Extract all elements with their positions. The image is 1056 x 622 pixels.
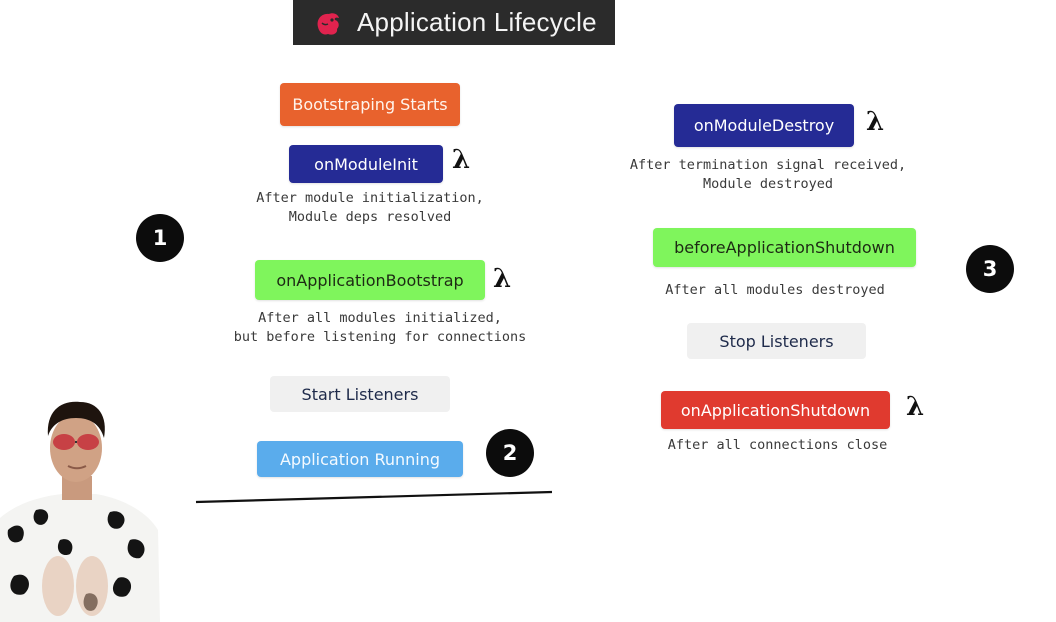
description-line: but before listening for connections xyxy=(233,329,527,345)
on-application-bootstrap-description: After all modules initialized, but befor… xyxy=(230,309,530,347)
before-application-shutdown-box: beforeApplicationShutdown xyxy=(653,228,916,267)
lambda-icon: λ xyxy=(493,264,512,294)
lambda-icon: λ xyxy=(452,145,471,175)
on-module-destroy-box: onModuleDestroy xyxy=(674,104,854,147)
on-module-destroy-description: After termination signal received, Modul… xyxy=(628,156,908,194)
presenter-video-overlay xyxy=(0,401,160,622)
description-line: Module destroyed xyxy=(702,176,834,192)
description-line: After termination signal received, xyxy=(629,157,907,173)
description-line: After all modules initialized, xyxy=(258,310,502,326)
description-line: After module initialization, xyxy=(256,190,484,206)
title-bar: Application Lifecycle xyxy=(293,0,615,45)
application-running-box: Application Running xyxy=(257,441,463,477)
step-2-badge: 2 xyxy=(486,429,534,477)
lambda-icon: λ xyxy=(906,392,925,422)
on-module-init-description: After module initialization, Module deps… xyxy=(245,189,495,227)
before-application-shutdown-description: After all modules destroyed xyxy=(640,281,910,300)
step-3-badge: 3 xyxy=(966,245,1014,293)
page-title: Application Lifecycle xyxy=(357,7,597,37)
stop-listeners-box: Stop Listeners xyxy=(687,323,866,359)
description-line: After all connections close xyxy=(667,437,888,453)
start-listeners-box: Start Listeners xyxy=(270,376,450,412)
bootstrapping-starts-box: Bootstraping Starts xyxy=(280,83,460,126)
description-line: After all modules destroyed xyxy=(665,282,885,298)
step-1-badge: 1 xyxy=(136,214,184,262)
on-application-shutdown-box: onApplicationShutdown xyxy=(661,391,890,429)
lambda-icon: λ xyxy=(866,107,885,137)
on-application-shutdown-description: After all connections close xyxy=(650,436,905,455)
nestjs-logo-icon xyxy=(311,6,345,40)
on-module-init-box: onModuleInit xyxy=(289,145,443,183)
on-application-bootstrap-box: onApplicationBootstrap xyxy=(255,260,485,300)
description-line: Module deps resolved xyxy=(288,209,452,225)
